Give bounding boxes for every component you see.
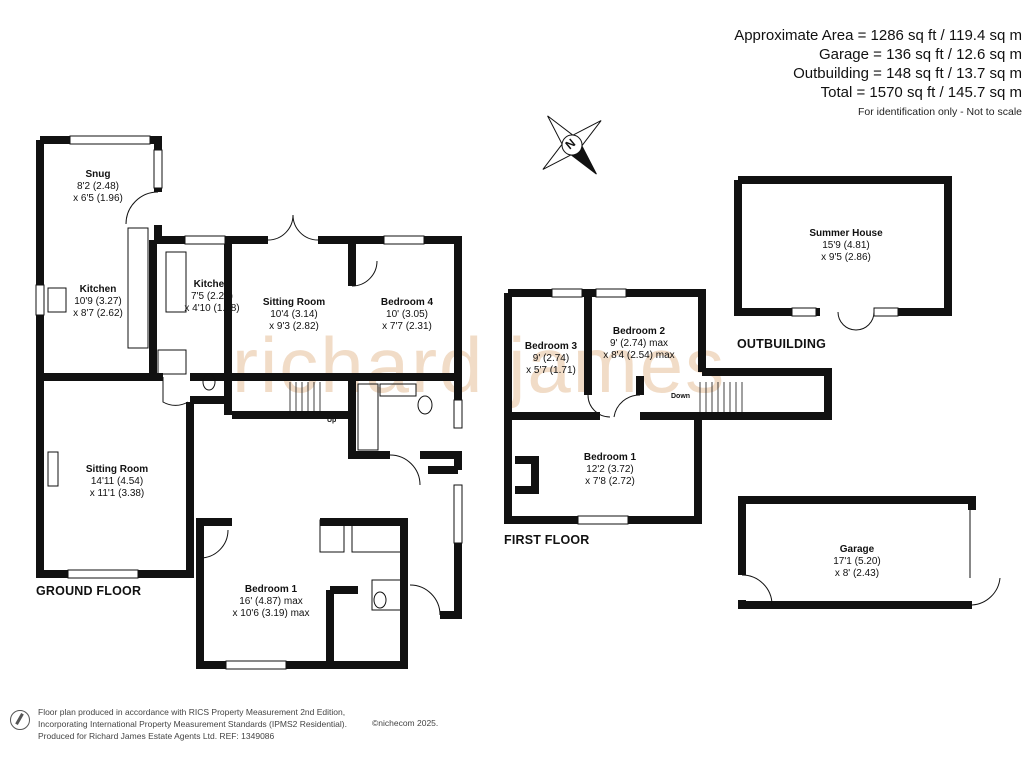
room-name: Summer House: [809, 228, 883, 239]
outbuilding-label: OUTBUILDING: [737, 337, 826, 351]
first-floor-doors: [587, 394, 641, 418]
room-dim: 15'9 (4.81): [822, 240, 870, 251]
room-name: Bedroom 1: [244, 584, 298, 595]
room-dim: x 8'4 (2.54) max: [603, 350, 675, 361]
footer-line: Incorporating International Property Mea…: [38, 719, 347, 729]
room-dim: x 5'7 (1.71): [526, 365, 576, 376]
room-dim: 10'9 (3.27): [74, 296, 122, 307]
room-garage: Garage 17'1 (5.20) x 8' (2.43): [833, 544, 881, 580]
garage-doors: [741, 510, 1001, 606]
room-dim: x 6'5 (1.96): [73, 193, 123, 204]
room-name: Snug: [85, 169, 111, 180]
room-kitchen-main: Kitchen 10'9 (3.27) x 8'7 (2.62): [73, 284, 123, 320]
first-floor-label: FIRST FLOOR: [504, 533, 590, 547]
stairs-first: [699, 382, 743, 412]
outbuilding-windows: [791, 307, 899, 317]
footer-text: Floor plan produced in accordance with R…: [38, 706, 347, 742]
room-dim: 14'11 (4.54): [90, 476, 144, 487]
outbuilding-doors: [837, 311, 875, 331]
room-name: Kitchen: [193, 279, 231, 290]
room-dim: 8'2 (2.48): [77, 181, 119, 192]
room-name: Kitchen: [79, 284, 117, 295]
room-name: Garage: [839, 544, 875, 555]
room-dim: 16' (4.87) max: [239, 596, 303, 607]
nichecom-logo-icon: [10, 710, 30, 730]
room-dim: x 7'7 (2.31): [382, 321, 432, 332]
ground-floor-walls: [36, 136, 462, 669]
room-name: Bedroom 1: [583, 452, 637, 463]
room-dim: x 7'8 (2.72): [585, 476, 635, 487]
room-dim: 9' (2.74): [532, 353, 570, 364]
room-bedroom-2: Bedroom 2 9' (2.74) max x 8'4 (2.54) max: [603, 326, 674, 362]
footer-line: Produced for Richard James Estate Agents…: [38, 731, 275, 741]
area-summary: Approximate Area = 1286 sq ft / 119.4 sq…: [734, 26, 1022, 118]
outbuilding-area: Outbuilding = 148 sq ft / 13.7 sq m: [793, 65, 1022, 82]
room-dim: x 11'1 (3.38): [89, 488, 145, 499]
room-name: Sitting Room: [262, 297, 326, 308]
garage-area: Garage = 136 sq ft / 12.6 sq m: [818, 46, 1022, 63]
doors: [125, 191, 441, 616]
first-floor-windows: [551, 288, 629, 525]
fittings: [47, 227, 433, 611]
room-dim: 12'2 (3.72): [586, 464, 634, 475]
footer-brand: ©nichecom 2025.: [372, 718, 439, 728]
room-dim: 10' (3.05): [386, 309, 428, 320]
garage-walls: [738, 496, 976, 609]
room-dim: x 10'6 (3.19) max: [232, 608, 310, 619]
compass-rose: [542, 115, 602, 175]
room-dim: 9' (2.74) max: [609, 338, 669, 349]
footer-line: Floor plan produced in accordance with R…: [38, 707, 346, 717]
room-dim: 10'4 (3.14): [270, 309, 318, 320]
room-name: Sitting Room: [85, 464, 149, 475]
total-area: Total = 1570 sq ft / 145.7 sq m: [820, 84, 1022, 101]
room-dim: 7'5 (2.26): [191, 291, 233, 302]
stairs-ground: [289, 382, 321, 412]
room-bedroom-3: Bedroom 3 9' (2.74) x 5'7 (1.71): [525, 341, 577, 377]
room-bedroom-1-ground: Bedroom 1 16' (4.87) max x 10'6 (3.19) m…: [233, 584, 310, 620]
room-dim: x 4'10 (1.48): [184, 303, 240, 314]
room-name: Bedroom 2: [612, 326, 666, 337]
room-dim: x 8' (2.43): [834, 568, 880, 579]
room-summer-house: Summer House 15'9 (4.81) x 9'5 (2.86): [809, 228, 882, 264]
room-bedroom-4: Bedroom 4 10' (3.05) x 7'7 (2.31): [381, 297, 433, 333]
room-sitting-lower: Sitting Room 14'11 (4.54) x 11'1 (3.38): [86, 464, 148, 500]
ground-floor-label: GROUND FLOOR: [36, 584, 142, 598]
room-bedroom-1-first: Bedroom 1 12'2 (3.72) x 7'8 (2.72): [584, 452, 636, 488]
room-sitting-upper: Sitting Room 10'4 (3.14) x 9'3 (2.82): [263, 297, 325, 333]
first-floor-walls: [504, 289, 832, 524]
stairs-down-label: Down: [671, 393, 691, 400]
room-name: Bedroom 4: [380, 297, 434, 308]
stairs-up-label: Up: [327, 417, 337, 424]
windows: [35, 135, 463, 670]
room-snug: Snug 8'2 (2.48) x 6'5 (1.96): [73, 169, 123, 205]
scale-note: For identification only - Not to scale: [858, 106, 1022, 118]
room-dim: x 9'5 (2.86): [821, 252, 871, 263]
room-dim: x 8'7 (2.62): [73, 308, 123, 319]
room-dim: 17'1 (5.20): [833, 556, 881, 567]
room-name: Bedroom 3: [524, 341, 578, 352]
room-kitchen-small: Kitchen 7'5 (2.26) x 4'10 (1.48): [184, 279, 239, 315]
outbuilding-walls: [734, 176, 952, 316]
approximate-area: Approximate Area = 1286 sq ft / 119.4 sq…: [734, 27, 1022, 44]
room-dim: x 9'3 (2.82): [269, 321, 319, 332]
